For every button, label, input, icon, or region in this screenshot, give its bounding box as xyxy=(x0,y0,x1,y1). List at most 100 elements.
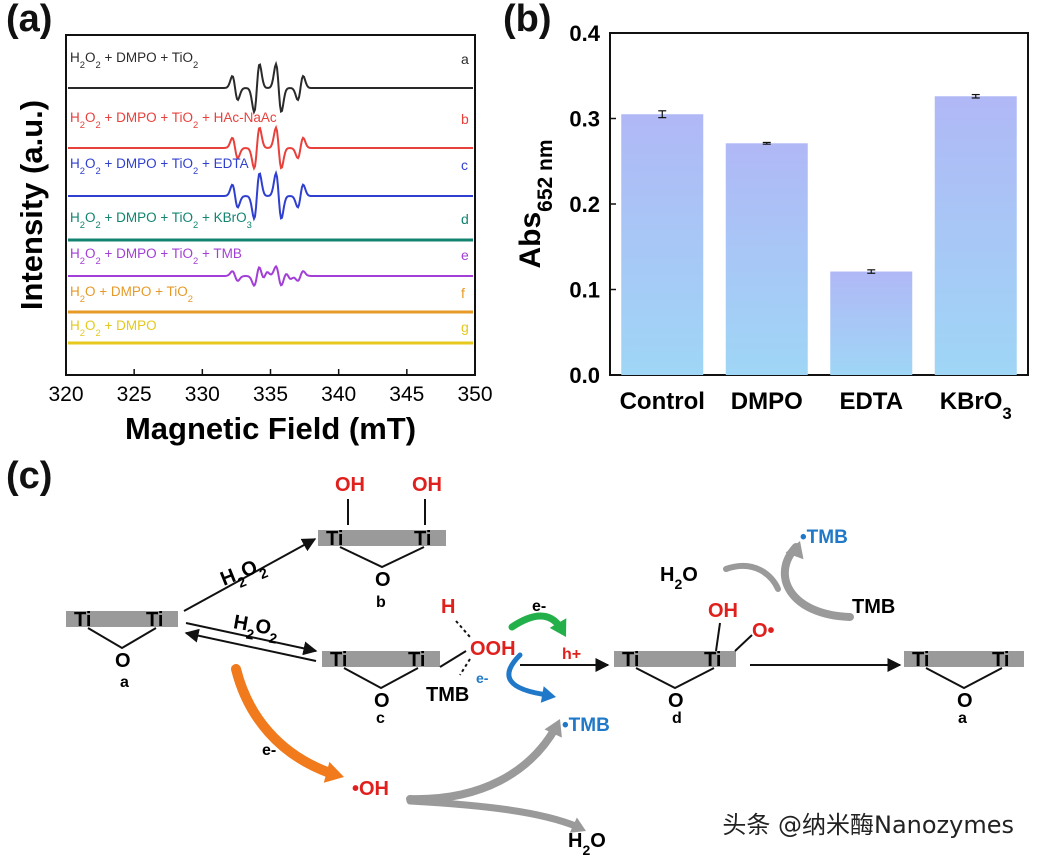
e-minus-orange: e- xyxy=(262,742,276,759)
e-minus-blue: e- xyxy=(476,670,489,686)
unit-c-bridge xyxy=(343,667,419,690)
gray-oh-tmb-arc xyxy=(406,723,560,804)
tmb-c: TMB xyxy=(426,684,469,706)
series-line-a xyxy=(68,60,473,115)
gray-h2o-arc xyxy=(723,562,781,592)
h-plus: h+ xyxy=(562,646,581,663)
tmb-upper: TMB xyxy=(852,596,895,618)
unit-d-oxygen: O xyxy=(668,690,684,712)
unit-c-oxygen: O xyxy=(374,690,390,712)
unit-a-right-oxygen: O xyxy=(957,690,973,712)
y-tick-label: 0.2 xyxy=(569,192,600,217)
series-tag-a: a xyxy=(461,51,469,67)
unit-b-oxygen: O xyxy=(375,569,391,591)
arrow-c-to-a xyxy=(184,628,317,662)
series-label-f: H2O + DMPO + TiO2 xyxy=(70,284,193,304)
unit-c-ti-left: Ti xyxy=(330,649,347,671)
y-tick-label: 0.4 xyxy=(569,21,600,46)
x-tick-label: 320 xyxy=(48,383,83,406)
dotted-tmb-bond xyxy=(459,658,471,676)
gray-oh-h2o-head xyxy=(569,817,586,833)
y-axis-label: Intensity (a.u.) xyxy=(14,100,49,310)
o-radical: O• xyxy=(752,620,775,642)
x-tick-label: KBrO3 xyxy=(940,388,1012,423)
y-tick-label: 0.0 xyxy=(569,363,600,388)
label-c: c xyxy=(376,710,385,727)
series-label-d: H2O2 + DMPO + TiO2 + KBrO3 xyxy=(70,210,252,230)
unit-a-ti-left: Ti xyxy=(74,609,91,631)
series-tag-g: g xyxy=(461,319,469,335)
series-tag-e: e xyxy=(461,247,469,263)
arrow-a-to-c xyxy=(185,622,318,656)
label-a-right: a xyxy=(958,710,967,727)
unit-a-oxygen: O xyxy=(115,650,131,672)
x-tick-label: 350 xyxy=(457,383,492,406)
x-tick-label: 335 xyxy=(253,383,288,406)
label-d: d xyxy=(672,710,682,727)
x-tick-label: EDTA xyxy=(839,388,903,415)
bond-o-d xyxy=(734,634,753,652)
arrow-a-to-b xyxy=(183,538,317,612)
green-electron-arrow xyxy=(508,612,564,631)
x-tick-label: Control xyxy=(620,388,705,415)
gray-oh-tmb-head xyxy=(544,719,562,738)
panel-a-label: (a) xyxy=(6,0,53,40)
unit-a-slab xyxy=(66,611,178,627)
unit-d-slab xyxy=(614,651,736,667)
e-minus-green: e- xyxy=(532,598,546,615)
blue-tmb-arrow xyxy=(506,652,551,698)
orange-arrow-head xyxy=(323,761,344,783)
oh-left: OH xyxy=(335,474,365,496)
y-tick-label: 0.3 xyxy=(569,107,600,132)
dotted-h-bond xyxy=(455,620,471,638)
unit-a-right-ti-right: Ti xyxy=(992,649,1009,671)
bar-DMPO xyxy=(725,143,808,375)
watermark: 头条 @纳米酶Nanozymes xyxy=(722,811,1014,839)
x-tick-label: 325 xyxy=(117,383,152,406)
tmb-radical-lower: •TMB xyxy=(562,715,610,736)
oh-radical: •OH xyxy=(352,778,389,800)
blue-arrow-head xyxy=(540,686,556,703)
series-label-a: H2O2 + DMPO + TiO2 xyxy=(70,50,198,70)
x-axis-label: Magnetic Field (mT) xyxy=(125,411,416,446)
h2o2-to-b: H2O2 xyxy=(217,553,270,596)
unit-a-right-bridge xyxy=(925,667,1003,690)
gray-tmb-arc xyxy=(781,543,854,621)
unit-d-ti-right: Ti xyxy=(704,649,721,671)
ooh-group: OOH xyxy=(470,638,516,660)
series-tag-c: c xyxy=(461,157,468,173)
x-tick-label: DMPO xyxy=(731,388,803,415)
unit-b-ti-left: Ti xyxy=(326,528,343,550)
x-tick-label: 340 xyxy=(321,383,356,406)
unit-b-slab xyxy=(318,530,446,546)
y-tick-label: 0.1 xyxy=(569,278,600,303)
unit-a-right-slab xyxy=(904,651,1024,667)
unit-d-bridge xyxy=(635,667,715,690)
unit-c-slab xyxy=(322,651,440,667)
x-tick-label: 345 xyxy=(389,383,424,406)
unit-a-bridge xyxy=(87,627,157,650)
oh-right: OH xyxy=(412,474,442,496)
y-axis-label: Abs652 nm xyxy=(514,139,557,268)
h-atom: H xyxy=(441,596,455,618)
orange-electron-arrow xyxy=(231,664,335,778)
unit-c-ti-right: Ti xyxy=(408,649,425,671)
series-tag-f: f xyxy=(461,285,465,301)
h2o2-to-c: H2O2 xyxy=(231,611,281,647)
series-tag-b: b xyxy=(461,111,469,127)
label-b: b xyxy=(376,594,386,611)
series-label-c: H2O2 + DMPO + TiO2 + EDTA xyxy=(70,156,249,176)
bar-KBrO3 xyxy=(934,96,1017,376)
unit-b-ti-right: Ti xyxy=(414,528,431,550)
series-label-g: H2O2 + DMPO xyxy=(70,318,157,338)
bond-ti-ooh xyxy=(439,650,467,668)
unit-b-bridge xyxy=(339,546,425,569)
series-line-b xyxy=(68,124,473,171)
bar-EDTA xyxy=(830,271,913,375)
gray-tmb-head xyxy=(785,541,804,560)
x-tick-label: 330 xyxy=(185,383,220,406)
unit-d-ti-left: Ti xyxy=(622,649,639,671)
